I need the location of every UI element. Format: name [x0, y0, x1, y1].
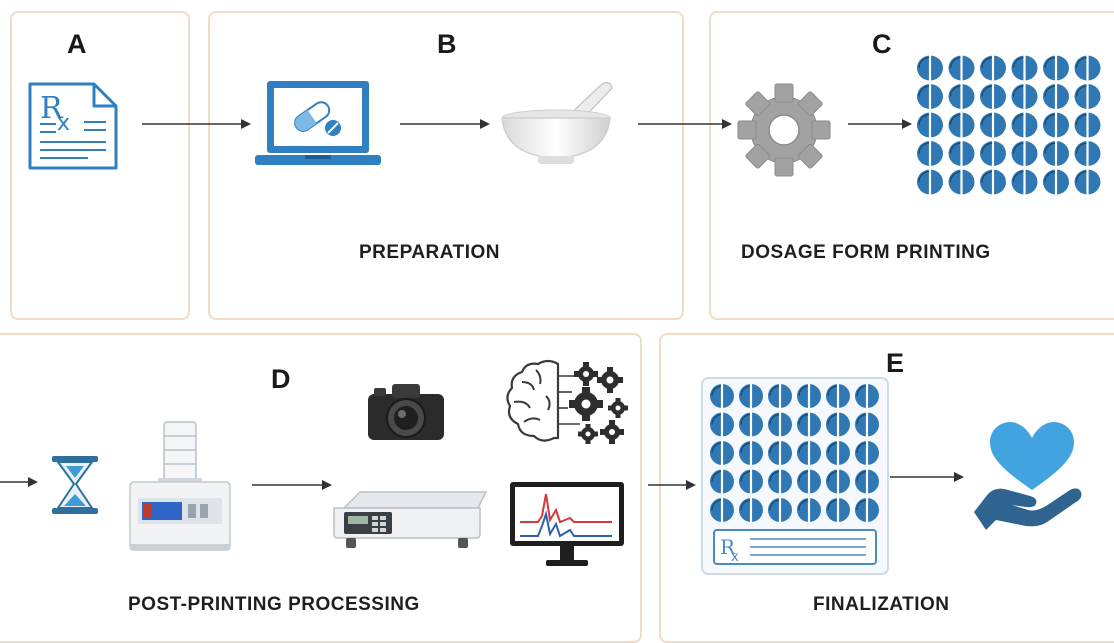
- prescription-tablet-pack-icon: R x: [700, 376, 890, 576]
- svg-text:x: x: [57, 111, 70, 136]
- tablet: [980, 141, 1006, 166]
- tablet: [1011, 55, 1038, 81]
- scale-icon: [333, 491, 488, 548]
- tablet: [1043, 112, 1069, 138]
- hourglass-icon: [52, 456, 98, 514]
- tablet: [948, 84, 975, 109]
- hand-heart-icon: [974, 422, 1082, 530]
- tablet: [739, 412, 763, 437]
- tablet: [1043, 169, 1069, 195]
- tablet: [980, 112, 1006, 138]
- camera-icon: [368, 384, 444, 440]
- tablet: [917, 141, 943, 166]
- freeze-dryer-icon: [129, 421, 231, 551]
- tablet: [826, 469, 850, 494]
- tablet: [980, 169, 1006, 195]
- tablet: [710, 412, 734, 437]
- tablet: [797, 441, 821, 465]
- tablet: [826, 412, 850, 437]
- prescription-document-icon: R x: [28, 82, 118, 170]
- tablet: [1074, 169, 1101, 195]
- tablet: [855, 384, 879, 408]
- monitor-chart-icon: [510, 482, 624, 566]
- svg-text:R: R: [40, 91, 64, 126]
- arrow-a-to-b: [142, 119, 251, 129]
- tablet: [980, 55, 1006, 81]
- tablet: [855, 441, 879, 465]
- arrow-c-to-d: [0, 477, 38, 487]
- tablet: [948, 141, 975, 166]
- tablet: [710, 384, 734, 408]
- svg-text:x: x: [731, 550, 739, 565]
- panel-a-letter: A: [67, 29, 87, 59]
- tablet: [739, 498, 763, 522]
- tablet: [768, 412, 792, 437]
- tablet: [797, 469, 821, 494]
- tablet: [797, 498, 821, 522]
- tablet: [980, 84, 1006, 109]
- tablet: [768, 441, 792, 465]
- tablet: [710, 441, 734, 465]
- laptop-pill-icon: [255, 81, 381, 165]
- panel-d-caption: POST-PRINTING PROCESSING: [128, 594, 420, 615]
- tablet: [1011, 84, 1038, 109]
- tablet: [1011, 169, 1038, 195]
- tablet: [1074, 141, 1101, 166]
- svg-text:R: R: [720, 535, 736, 559]
- tablet: [768, 498, 792, 522]
- panel-e-caption: FINALIZATION: [813, 594, 950, 615]
- mortar-pestle-icon: [501, 81, 613, 164]
- arrow-b-to-c: [638, 119, 732, 129]
- panel-c-letter: C: [872, 29, 892, 59]
- tablet: [826, 498, 850, 522]
- tablet: [739, 384, 763, 408]
- tablet: [1074, 84, 1101, 109]
- tablet: [917, 84, 943, 109]
- tablet: [1043, 84, 1069, 109]
- arrow-pack-to-hand: [890, 472, 964, 482]
- tablet: [1074, 55, 1101, 81]
- tablet: [1074, 112, 1101, 138]
- arrow-d-to-e: [648, 480, 696, 490]
- tablet: [768, 384, 792, 408]
- tablet: [1011, 141, 1038, 166]
- tablet: [797, 412, 821, 437]
- tablet: [855, 469, 879, 494]
- panel-e-letter: E: [886, 348, 905, 378]
- tablet: [917, 112, 943, 138]
- panel-b-letter: B: [437, 29, 457, 59]
- tablet: [855, 498, 879, 522]
- tablet-grid-icon: [917, 55, 1101, 195]
- tablet: [739, 441, 763, 465]
- arrow-dryer-to-scale: [252, 480, 332, 490]
- panel-c-caption: DOSAGE FORM PRINTING: [741, 242, 991, 263]
- tablet: [1011, 112, 1038, 138]
- tablet: [826, 441, 850, 465]
- tablet: [948, 112, 975, 138]
- arrow-laptop-to-mortar: [400, 119, 490, 129]
- panel-d-letter: D: [271, 364, 291, 394]
- tablet: [710, 469, 734, 494]
- gear-icon: [737, 83, 831, 177]
- tablet: [917, 55, 943, 81]
- tablet: [768, 469, 792, 494]
- tablet: [710, 498, 734, 522]
- tablet: [948, 169, 975, 195]
- panel-b: [208, 11, 684, 320]
- tablet: [948, 55, 975, 81]
- brain-gears-icon: [506, 359, 628, 444]
- panel-b-caption: PREPARATION: [359, 242, 500, 263]
- tablet: [855, 412, 879, 437]
- tablet: [1043, 141, 1069, 166]
- tablet: [1043, 55, 1069, 81]
- arrow-gear-to-tablets: [848, 119, 912, 129]
- tablet: [917, 169, 943, 195]
- tablet: [739, 469, 763, 494]
- tablet: [797, 384, 821, 408]
- tablet: [826, 384, 850, 408]
